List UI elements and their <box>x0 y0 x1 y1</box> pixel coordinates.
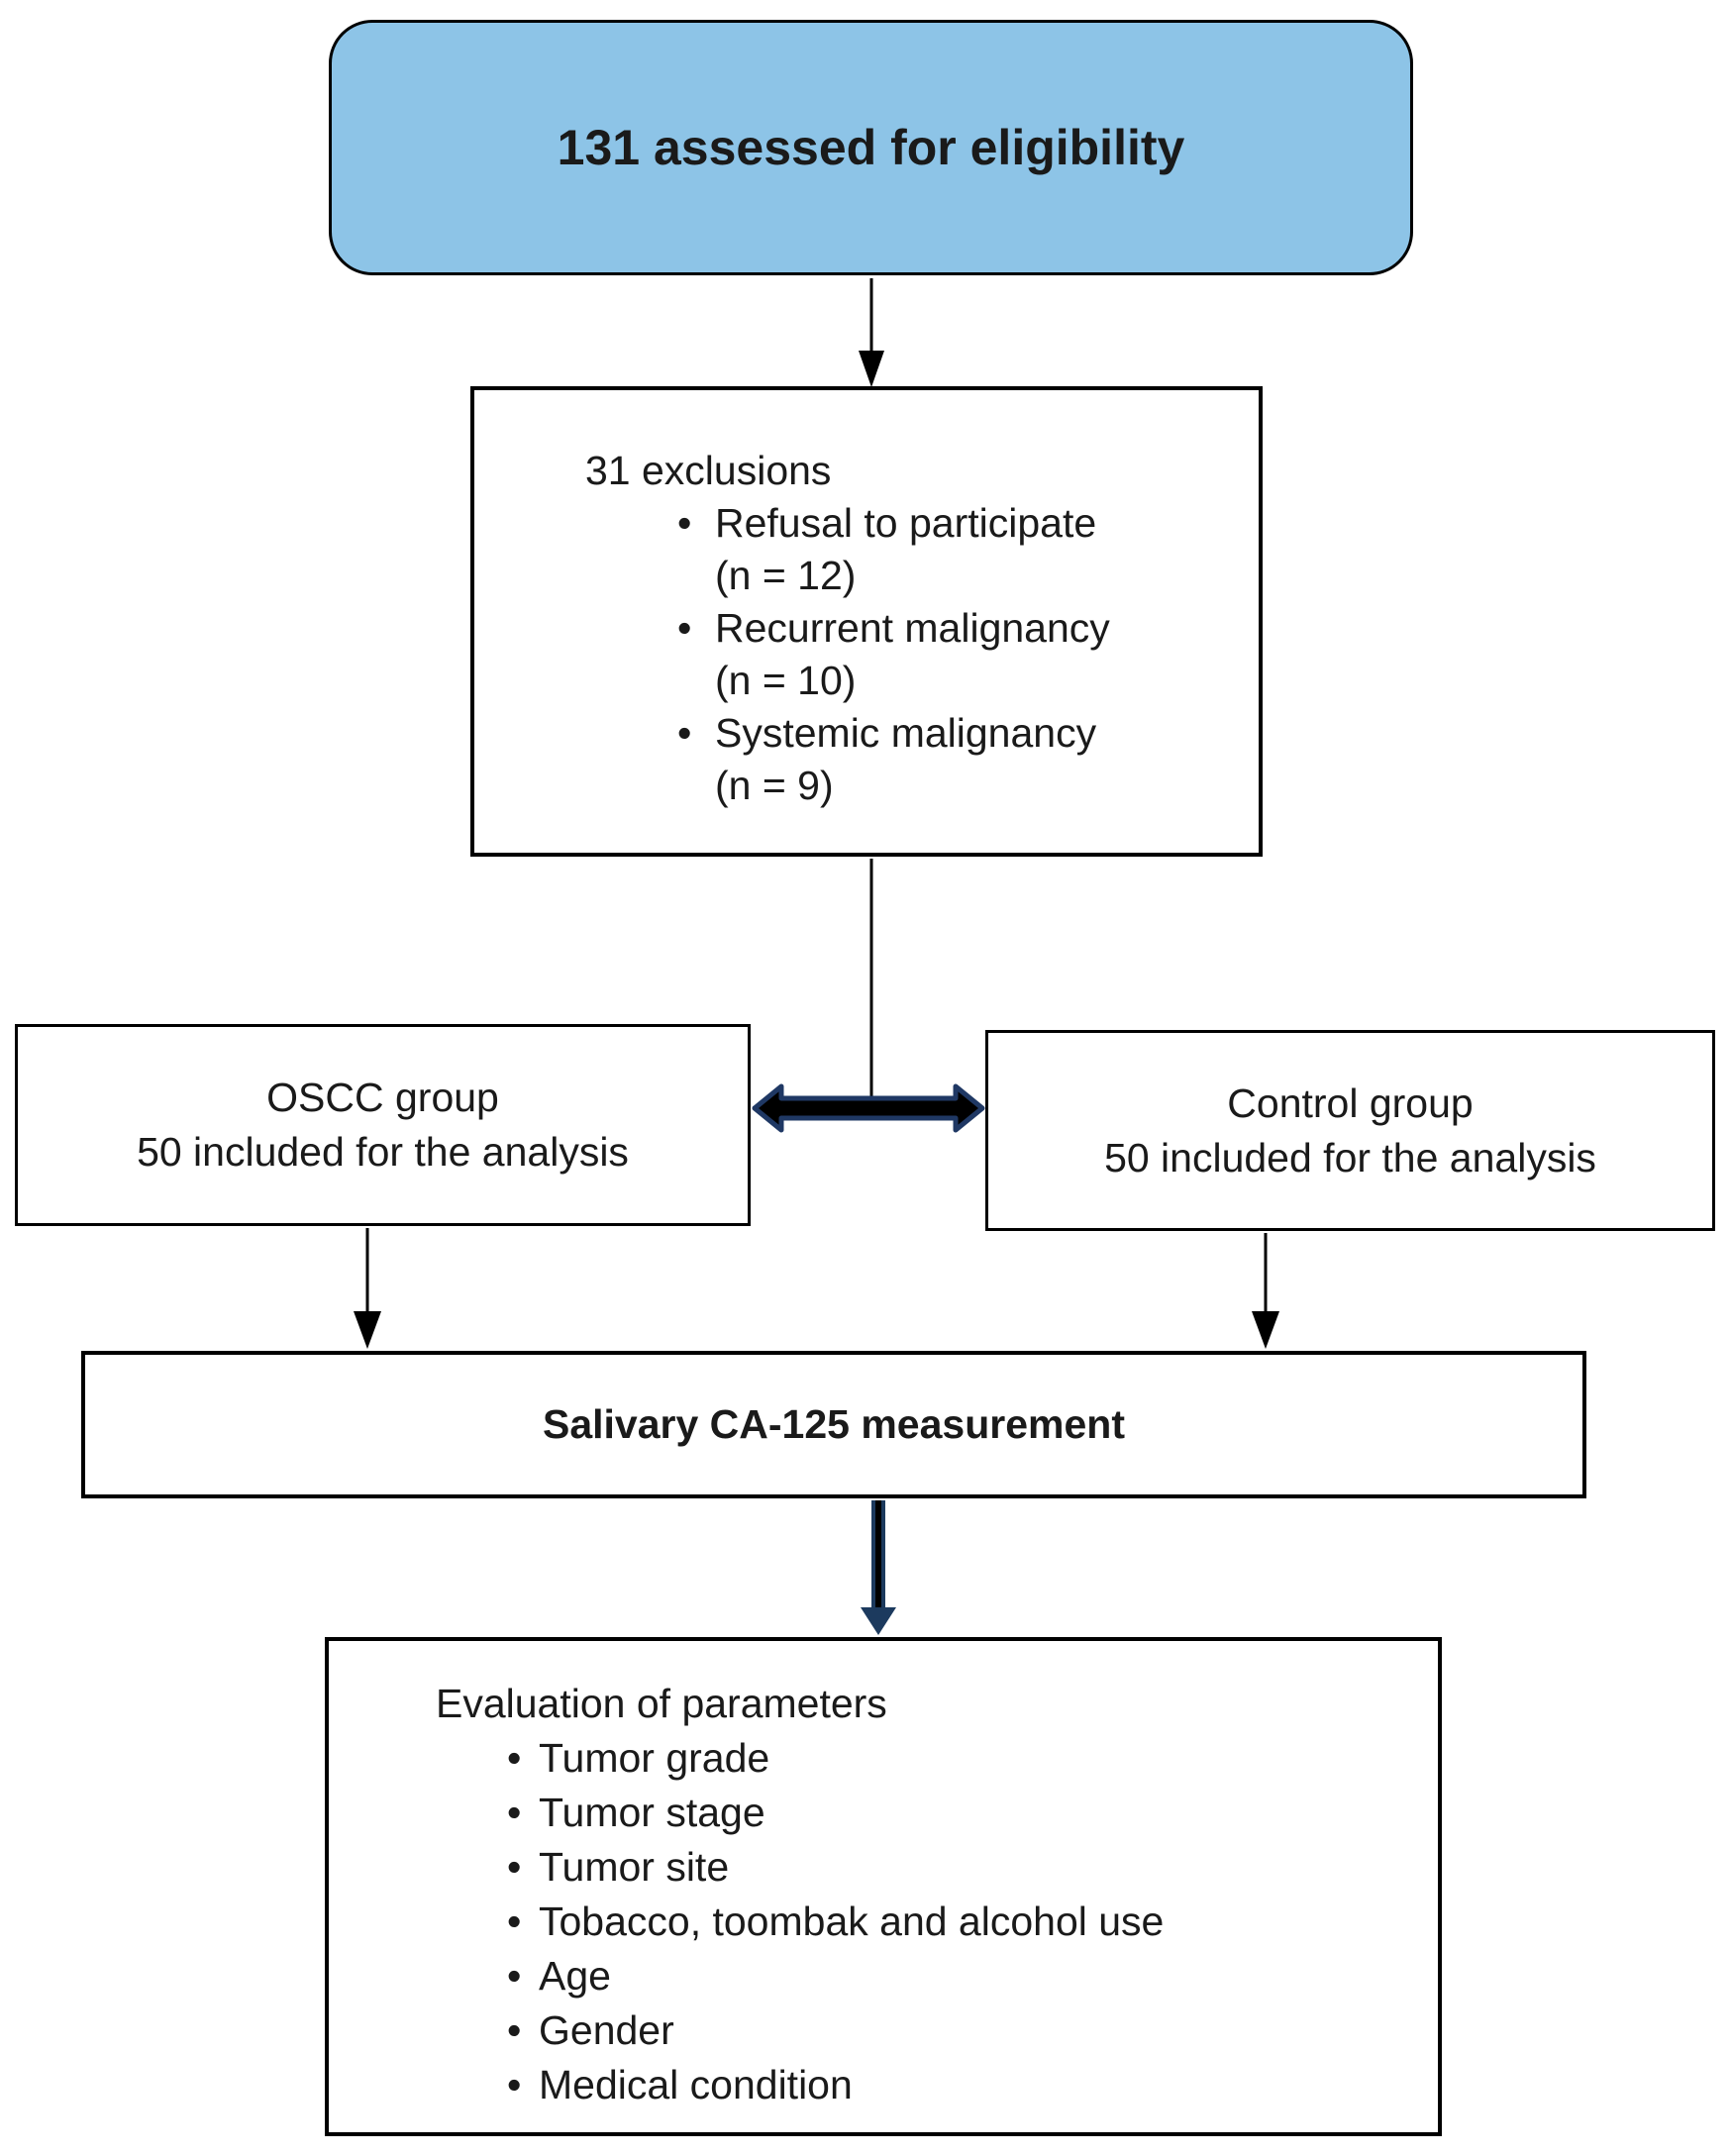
evaluation-item: Medical condition <box>507 2058 1418 2112</box>
exclusions-list: Refusal to participate (n = 12) Recurren… <box>585 497 1239 812</box>
measurement-box: Salivary CA-125 measurement <box>81 1351 1586 1498</box>
measurement-label: Salivary CA-125 measurement <box>543 1401 1125 1447</box>
evaluation-title: Evaluation of parameters <box>436 1681 887 1726</box>
exclusions-box: 31 exclusions Refusal to participate (n … <box>470 386 1263 857</box>
exclusion-item: Recurrent malignancy (n = 10) <box>677 602 1239 707</box>
exclusion-label: Systemic malignancy <box>715 710 1097 756</box>
exclusion-item: Refusal to participate (n = 12) <box>677 497 1239 602</box>
control-group-subtitle: 50 included for the analysis <box>1104 1134 1596 1181</box>
arrow-oscc-to-measurement <box>354 1228 381 1349</box>
evaluation-item: Tumor grade <box>507 1731 1418 1786</box>
eligibility-box: 131 assessed for eligibility <box>329 20 1413 275</box>
oscc-group-subtitle: 50 included for the analysis <box>137 1129 629 1175</box>
arrow-eligibility-to-exclusions <box>859 278 884 387</box>
evaluation-item: Tumor site <box>507 1840 1418 1895</box>
control-group-box: Control group 50 included for the analys… <box>985 1030 1715 1231</box>
exclusions-title: 31 exclusions <box>585 448 832 493</box>
eligibility-label: 131 assessed for eligibility <box>557 120 1185 175</box>
oscc-group-box: OSCC group 50 included for the analysis <box>15 1024 751 1226</box>
exclusion-item: Systemic malignancy (n = 9) <box>677 707 1239 812</box>
evaluation-item: Tumor stage <box>507 1786 1418 1840</box>
exclusion-label: Refusal to participate <box>715 500 1097 546</box>
exclusion-label: Recurrent malignancy <box>715 605 1110 651</box>
arrow-control-to-measurement <box>1252 1233 1279 1349</box>
evaluation-item: Gender <box>507 2003 1418 2058</box>
oscc-group-title: OSCC group <box>266 1075 499 1120</box>
evaluation-list: Tumor grade Tumor stage Tumor site Tobac… <box>436 1731 1418 2112</box>
control-group-title: Control group <box>1227 1079 1474 1126</box>
exclusion-count: (n = 9) <box>715 763 834 808</box>
double-arrow-oscc-control <box>752 1083 985 1133</box>
exclusion-count: (n = 12) <box>715 553 857 598</box>
arrow-measurement-to-evaluation <box>861 1500 896 1635</box>
exclusion-count: (n = 10) <box>715 658 857 703</box>
evaluation-box: Evaluation of parameters Tumor grade Tum… <box>325 1637 1442 2136</box>
evaluation-item: Tobacco, toombak and alcohol use <box>507 1895 1418 1949</box>
evaluation-item: Age <box>507 1949 1418 2003</box>
